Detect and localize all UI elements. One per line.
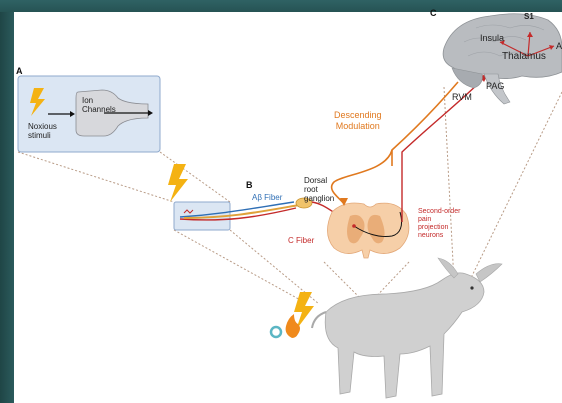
descending-path-lower [332,150,392,204]
insula-label: Insula [480,34,504,43]
connector-brain-left [444,87,454,282]
panel-c-letter: C [430,8,437,18]
ab-fiber-label: Aβ Fiber [252,193,282,202]
s1-label: S1 [524,12,534,21]
pag-label: PAG [486,82,504,91]
slide-top-band [0,0,562,12]
a-region-label: A [556,42,562,51]
rvm-label: RVM [452,93,472,102]
panel-b-letter: B [246,180,253,190]
figure-graphics [14,12,562,403]
connector-brain-right [469,92,562,282]
second-order-neurons-label: Second-order pain projection neurons [418,208,460,240]
dorsal-root-ganglion-label: Dorsal root ganglion [304,176,334,203]
brain-shape [443,14,562,79]
thalamus-label: Thalamus [502,52,546,61]
descending-modulation-label: Descending Modulation [334,110,382,132]
panel-a-letter: A [16,66,23,76]
flame-icon [286,314,300,338]
connector-a-left [18,152,174,202]
connector-b-bottom-left [174,230,304,302]
ion-channels-label: Ion Channels [82,96,116,114]
c-fiber-label: C Fiber [288,236,314,245]
connector-cord-left [324,262,364,302]
lamb-illustration [312,258,502,398]
noxious-stimuli-label: Noxious stimuli [28,122,57,140]
ring-icon [271,327,281,337]
synapse-dot [352,224,356,228]
figure-canvas: A B C Noxious stimuli Ion Channels Aβ Fi… [14,12,562,403]
lightning-icon [168,164,188,202]
